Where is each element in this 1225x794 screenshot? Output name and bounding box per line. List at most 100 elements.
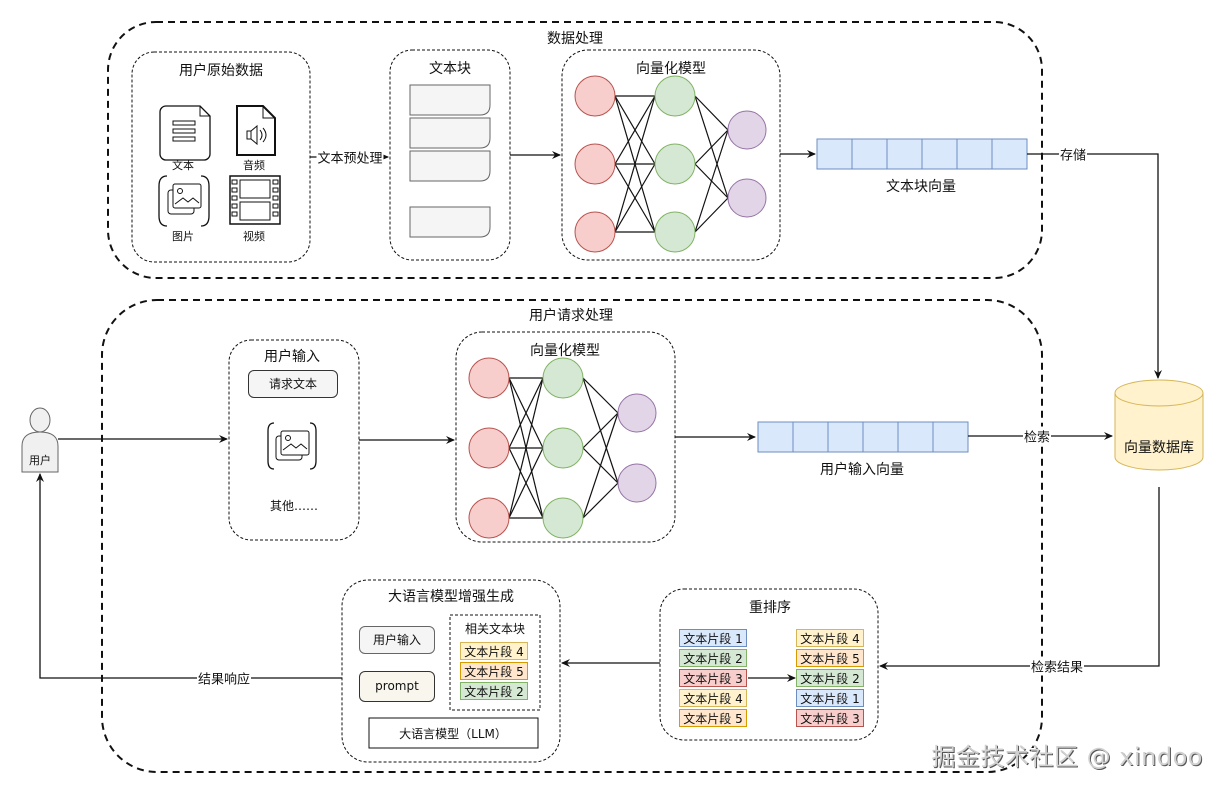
- vector-database-icon: [1114, 379, 1204, 471]
- chunk-vector-label: 文本块向量: [886, 179, 956, 195]
- nn-node: [542, 427, 584, 469]
- nn-node: [654, 211, 696, 253]
- vector-cell: [827, 421, 864, 453]
- vector-cell: [792, 421, 829, 453]
- edge-store: [1027, 153, 1162, 379]
- vector-database-label: 向量数据库: [1124, 440, 1194, 456]
- nn-edge: [694, 197, 729, 233]
- llm-label: 大语言模型（LLM）: [399, 727, 507, 741]
- user-input-box: [228, 339, 360, 541]
- chunk-vector-cells: [816, 138, 1028, 170]
- rerank-title: 重排序: [749, 600, 791, 616]
- vector-cell: [897, 421, 934, 453]
- raw-data-title: 用户原始数据: [179, 63, 263, 79]
- text-fragment: 文本片段 5: [679, 709, 747, 727]
- vector-cell: [932, 421, 969, 453]
- nn-edge: [694, 129, 729, 165]
- raw-data-label-image: 图片: [172, 230, 194, 243]
- query-vector-label: 用户输入向量: [820, 462, 904, 478]
- nn-node: [542, 357, 584, 399]
- text-fragment: 文本片段 4: [460, 642, 528, 660]
- text-fragment: 文本片段 2: [796, 669, 864, 687]
- nn-node: [468, 497, 510, 539]
- text-chunk: [409, 117, 491, 149]
- edge-label-preprocess: 文本预处理: [316, 147, 384, 167]
- nn-edge: [582, 412, 619, 519]
- raw-data-label-text: 文本: [172, 159, 194, 172]
- text-fragment: 文本片段 2: [460, 682, 528, 700]
- edge-label-response: 结果响应: [196, 668, 252, 688]
- edge-search-results: [879, 487, 1160, 670]
- text-chunk: [409, 206, 491, 238]
- embedding-model-top-title: 向量化模型: [636, 61, 706, 77]
- nn-node: [574, 211, 616, 253]
- nn-node: [654, 75, 696, 117]
- nn-edge: [508, 377, 544, 449]
- watermark: 掘金技术社区 @ xindoo: [931, 743, 1203, 771]
- nn-edge: [694, 95, 729, 131]
- text-fragment: 文本片段 5: [796, 649, 864, 667]
- nn-edge: [614, 163, 656, 233]
- image-icon: [158, 175, 210, 227]
- edge-label-store: 存储: [1058, 144, 1088, 164]
- raw-data-box: [131, 51, 311, 263]
- related-chunks-box: [449, 614, 541, 711]
- nn-node: [617, 393, 657, 433]
- nn-edge: [508, 447, 544, 519]
- related-chunks-title: 相关文本块: [464, 622, 526, 636]
- user-request-group: [101, 299, 1043, 773]
- text-chunks-title: 文本块: [429, 61, 471, 77]
- nn-node: [468, 427, 510, 469]
- nn-edge: [508, 377, 544, 519]
- nn-edge: [582, 412, 619, 449]
- llm-box: [368, 717, 539, 749]
- text-chunk: [409, 150, 491, 182]
- audio-file-icon: [236, 105, 276, 156]
- query-vector-cells: [757, 421, 969, 453]
- other-input-label: 其他……: [270, 499, 319, 513]
- text-fragment: 文本片段 3: [796, 709, 864, 727]
- raw-data-label-video: 视频: [243, 230, 265, 243]
- text-chunks-box: [389, 49, 511, 261]
- vector-cell: [862, 421, 899, 453]
- nn-node: [617, 463, 657, 503]
- rerank-box: [659, 588, 879, 741]
- user-label: 用户: [29, 454, 51, 467]
- data-processing-title: 数据处理: [547, 31, 603, 47]
- nn-node: [574, 75, 616, 117]
- text-fragment: 文本片段 4: [679, 689, 747, 707]
- nn-edge: [694, 129, 729, 233]
- text-fragment: 文本片段 1: [796, 689, 864, 707]
- user-request-processing-title: 用户请求处理: [529, 308, 613, 324]
- text-fragment: 文本片段 5: [460, 662, 528, 680]
- text-fragment: 文本片段 3: [679, 669, 747, 687]
- vector-cell: [757, 421, 794, 453]
- other-input-image-icon: [267, 422, 317, 470]
- rag-box: [341, 579, 561, 763]
- request-text-box: 请求文本: [248, 370, 338, 398]
- raw-data-label-audio: 音频: [243, 159, 265, 172]
- nn-node: [727, 178, 767, 218]
- video-film-icon: [229, 175, 281, 225]
- nn-edge: [582, 377, 619, 414]
- vector-cell: [816, 138, 853, 170]
- text-fragment: 文本片段 2: [679, 649, 747, 667]
- vector-cell: [956, 138, 993, 170]
- neural-network-bottom: [468, 357, 657, 539]
- text-chunk: [409, 84, 491, 116]
- vector-cell: [991, 138, 1028, 170]
- nn-node: [727, 110, 767, 150]
- nn-edge: [614, 95, 656, 233]
- rag-user-input-box: 用户输入: [359, 626, 435, 654]
- nn-node: [574, 143, 616, 185]
- embedding-model-bottom-title: 向量化模型: [530, 343, 600, 359]
- text-fragment: 文本片段 4: [796, 629, 864, 647]
- edge-label-search-results: 检索结果: [1029, 656, 1085, 676]
- text-document-icon: [159, 105, 211, 161]
- text-fragment: 文本片段 1: [679, 629, 747, 647]
- vector-cell: [851, 138, 888, 170]
- nn-node: [654, 143, 696, 185]
- data-processing-group: [107, 21, 1043, 279]
- user-input-title: 用户输入: [264, 349, 320, 365]
